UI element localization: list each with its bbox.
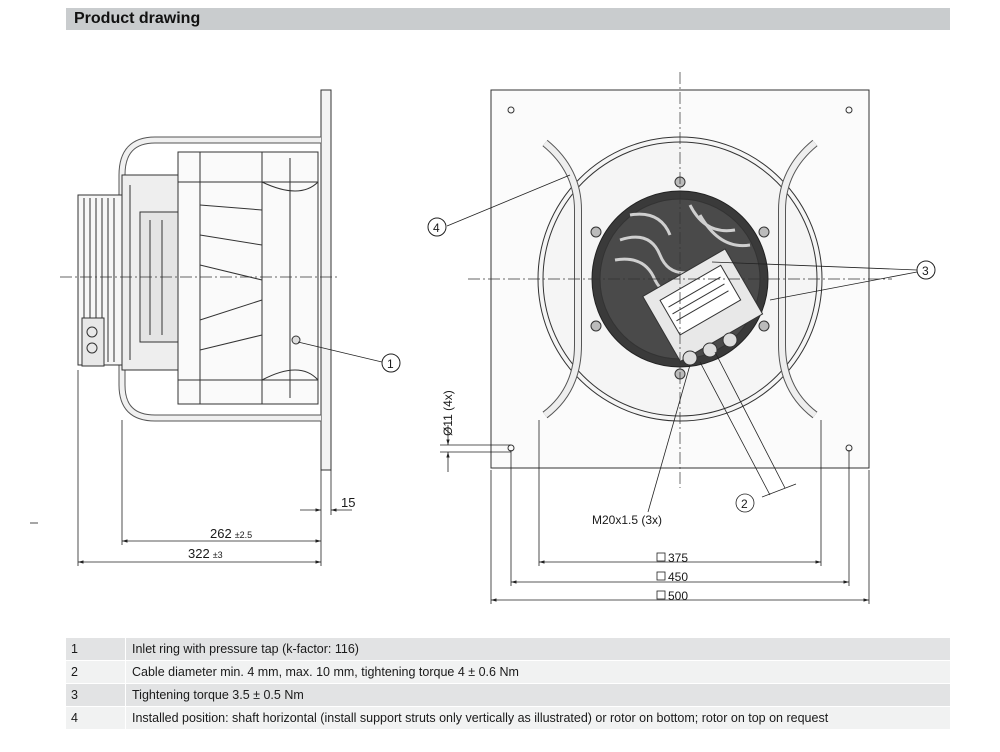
- legend-row: 2 Cable diameter min. 4 mm, max. 10 mm, …: [66, 661, 950, 683]
- sq375-label: 375: [656, 551, 688, 565]
- legend-row: 1 Inlet ring with pressure tap (k-factor…: [66, 638, 950, 660]
- dim-262-label: 262±2.5: [210, 526, 252, 541]
- legend-description: Inlet ring with pressure tap (k-factor: …: [132, 642, 359, 656]
- legend-row: 3 Tightening torque 3.5 ± 0.5 Nm: [66, 684, 950, 706]
- svg-text:450: 450: [668, 570, 688, 584]
- legend-number: 4: [66, 707, 126, 729]
- callout-2-label: 2: [741, 497, 748, 511]
- callout-4: 4: [427, 174, 571, 237]
- legend-number: 2: [66, 661, 126, 683]
- callout-2: [647, 351, 797, 513]
- svg-text:500: 500: [668, 589, 688, 603]
- legend-table: 1 Inlet ring with pressure tap (k-factor…: [66, 638, 950, 730]
- front-view: [468, 72, 892, 488]
- legend-number: 3: [66, 684, 126, 706]
- dim-15-label: 15: [341, 495, 355, 510]
- section-title: Product drawing: [74, 10, 201, 27]
- legend-description: Installed position: shaft horizontal (in…: [132, 711, 829, 725]
- sq500-label: 500: [656, 589, 688, 603]
- dim-322-label: 322±3: [188, 546, 223, 561]
- front-dimensions: [440, 420, 870, 604]
- legend-number: 1: [66, 638, 126, 660]
- callout-1-label: 1: [387, 357, 394, 371]
- hole-dim-label: Ø11 (4x): [441, 390, 455, 436]
- section-header: Product drawing: [66, 8, 950, 30]
- callout-3: 3: [711, 260, 936, 301]
- callout-3-label: 3: [922, 264, 929, 278]
- product-drawing: 15 262±2.5 322±3 1: [30, 72, 936, 604]
- side-view: [60, 89, 340, 471]
- callout-1: 1: [297, 341, 401, 373]
- sq450-label: 450: [656, 570, 688, 584]
- legend-row: 4 Installed position: shaft horizontal (…: [66, 707, 950, 729]
- svg-text:375: 375: [668, 551, 688, 565]
- legend-description: Tightening torque 3.5 ± 0.5 Nm: [132, 688, 304, 702]
- legend-description: Cable diameter min. 4 mm, max. 10 mm, ti…: [132, 665, 519, 679]
- mounting-plate-side: [320, 89, 332, 471]
- thread-label: M20x1.5 (3x): [592, 513, 662, 527]
- side-dimensions: [30, 370, 352, 566]
- callout-4-label: 4: [433, 221, 440, 235]
